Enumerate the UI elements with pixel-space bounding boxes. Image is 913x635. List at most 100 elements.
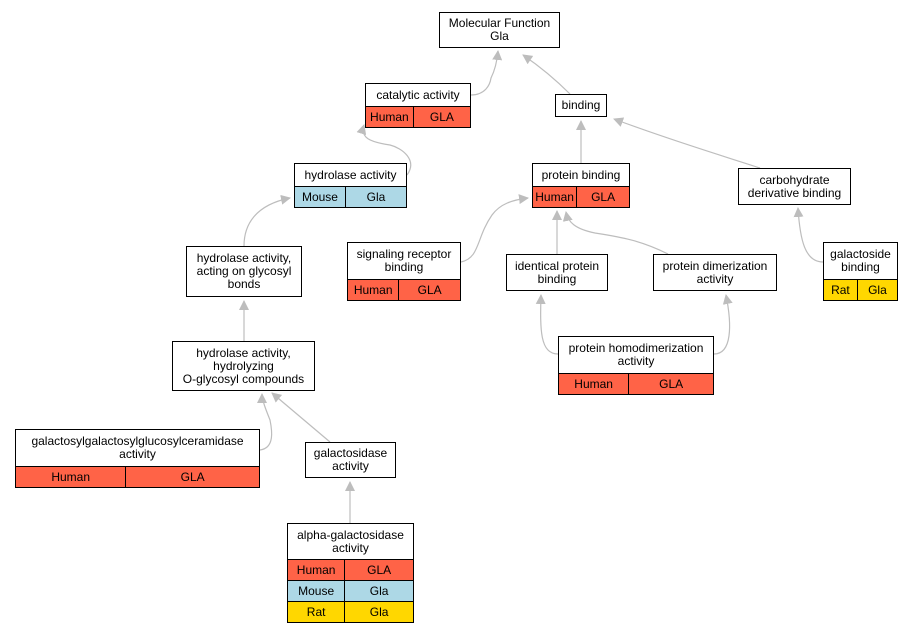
annotation-row: Mouse Gla bbox=[295, 186, 406, 207]
node-title-line: hydrolase activity bbox=[304, 167, 397, 182]
node-title-line: Molecular Function bbox=[448, 16, 551, 30]
species-cell: Mouse bbox=[301, 190, 338, 204]
species-cell: Rat bbox=[831, 283, 850, 297]
gene-cell: Gla bbox=[344, 187, 406, 207]
node-title-line: binding bbox=[561, 98, 601, 112]
node-title-line: protein homodimerization bbox=[568, 341, 704, 355]
node-title-line: activity bbox=[332, 540, 369, 555]
node-title-line: hydrolyzing bbox=[213, 358, 274, 373]
node-title-line: binding bbox=[841, 260, 880, 274]
species-cell: Human bbox=[51, 470, 91, 484]
species-cell: Human bbox=[296, 563, 336, 577]
node-title-line: signaling receptor bbox=[356, 247, 452, 261]
species-cell: Rat bbox=[306, 605, 326, 619]
edge-catalytic-to-mf bbox=[470, 50, 503, 96]
gene-cell: GLA bbox=[576, 187, 629, 207]
node-title: binding bbox=[556, 95, 606, 116]
gene-cell: Gla bbox=[344, 602, 413, 622]
annotation-row: Human GLA bbox=[348, 279, 460, 300]
gene-cell: GLA bbox=[398, 280, 460, 300]
node-title-line: binding bbox=[384, 260, 424, 274]
node-title-line: carbohydrate bbox=[759, 172, 830, 187]
edge-homodimer-to-dimerization bbox=[713, 294, 733, 355]
node-title-line: galactoside bbox=[830, 247, 891, 261]
node-binding[interactable]: binding bbox=[555, 94, 607, 117]
species-cell: Mouse bbox=[298, 584, 335, 598]
node-title-line: alpha-galactosidase bbox=[297, 527, 404, 542]
annotation-row: Mouse Gla bbox=[288, 580, 413, 601]
edge-glycosyl-to-hydrolase bbox=[243, 194, 291, 247]
node-title-line: hydrolase activity, bbox=[196, 251, 292, 265]
gene-cell: GLA bbox=[344, 560, 413, 580]
species-cell: Human bbox=[370, 110, 409, 124]
node-title-line: activity bbox=[119, 447, 156, 461]
gene-cell: Gla bbox=[344, 581, 413, 601]
node-title-line: galactosidase bbox=[313, 446, 388, 460]
gene-cell: GLA bbox=[125, 467, 259, 487]
edge-binding-to-mf bbox=[522, 54, 571, 95]
edge-homodimer-to-identical bbox=[535, 294, 559, 355]
annotation-row: Human GLA bbox=[559, 373, 713, 394]
node-title-line: hydrolase activity, bbox=[196, 345, 291, 360]
node-title-line: activity bbox=[332, 459, 369, 473]
gene-cell: Gla bbox=[856, 280, 897, 300]
annotation-row: Human GLA bbox=[16, 466, 259, 487]
node-title-line: activity bbox=[696, 271, 734, 286]
node-title-line: protein binding bbox=[541, 167, 621, 182]
edge-carb-to-binding bbox=[613, 117, 761, 169]
annotation-row: Rat Gla bbox=[824, 279, 897, 300]
node-title-line: derivative binding bbox=[747, 185, 842, 200]
annotation-row: Rat Gla bbox=[288, 601, 413, 622]
node-title-line: bonds bbox=[227, 277, 261, 291]
node-title-line: catalytic activity bbox=[376, 87, 460, 102]
node-title-line: galactosylgalactosylglucosylceramidase bbox=[31, 434, 244, 448]
edge-galactosidase-to-oglycosyl bbox=[271, 392, 331, 443]
edge-galactoside-to-carb bbox=[793, 207, 824, 263]
node-title-line: protein dimerization bbox=[662, 258, 768, 273]
gene-cell: GLA bbox=[412, 107, 470, 127]
species-cell: Human bbox=[353, 283, 393, 297]
node-title-line: binding bbox=[537, 271, 577, 286]
species-cell: Human bbox=[574, 377, 613, 391]
node-title-line: acting on glycosyl bbox=[196, 264, 292, 278]
edge-galgal-to-oglycosyl bbox=[257, 393, 273, 451]
node-title-line: activity bbox=[617, 354, 655, 368]
node-title-line: Gla bbox=[490, 29, 509, 43]
edge-dimerization-to-protein_binding bbox=[562, 211, 669, 255]
node-title: protein binding bbox=[533, 164, 629, 186]
edge-signaling-to-protein_binding bbox=[460, 194, 529, 263]
gene-cell: GLA bbox=[628, 374, 713, 394]
node-title: catalytic activity bbox=[366, 84, 470, 106]
edge-hydrolase-to-catalytic bbox=[356, 124, 412, 176]
